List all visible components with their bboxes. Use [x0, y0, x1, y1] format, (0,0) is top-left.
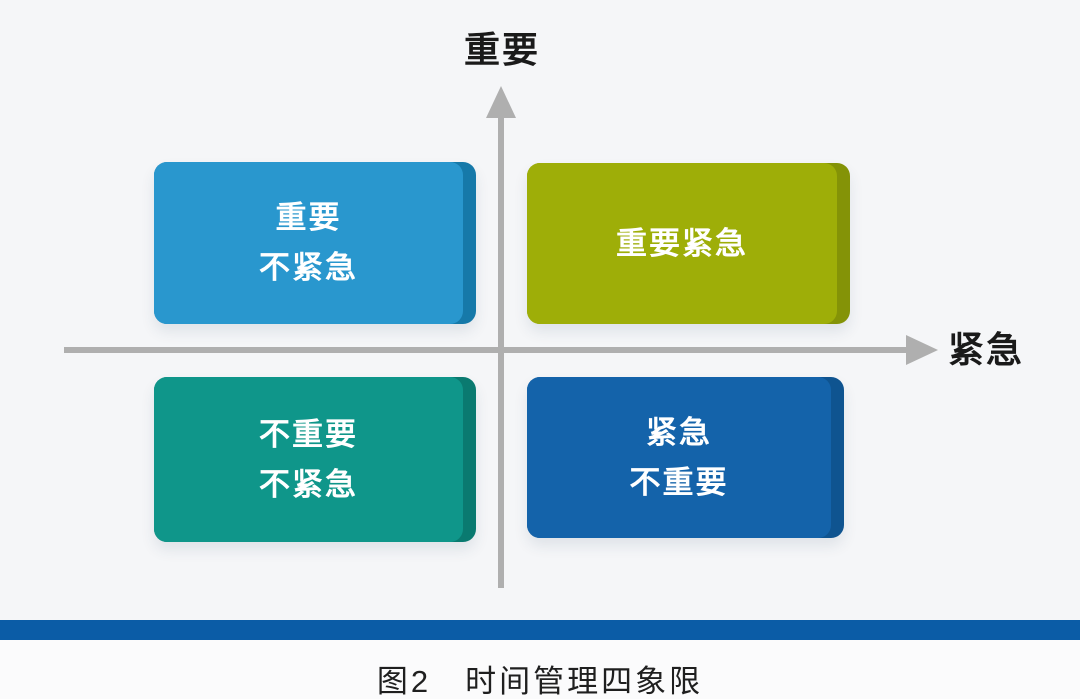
x-axis-line	[64, 347, 906, 353]
quadrant-face: 重要 不紧急	[154, 162, 463, 324]
quadrant-label: 紧急	[646, 414, 712, 450]
quadrant-important-urgent: 重要紧急	[527, 163, 850, 324]
quadrant-face: 紧急 不重要	[527, 377, 831, 538]
quadrant-label: 重要紧急	[616, 225, 748, 261]
y-axis-label: 重要	[464, 29, 541, 70]
quadrant-not-important-not-urgent: 不重要 不紧急	[154, 377, 476, 542]
quadrant-label: 不重要	[259, 416, 358, 452]
quadrant-label: 不紧急	[259, 466, 358, 502]
quadrant-important-not-urgent: 重要 不紧急	[154, 162, 476, 324]
quadrant-label: 不重要	[629, 464, 729, 500]
quadrant-face: 重要紧急	[527, 163, 837, 324]
quadrant-urgent-not-important: 紧急 不重要	[527, 377, 844, 538]
arrow-right-icon	[906, 335, 938, 365]
x-axis-label: 紧急	[948, 329, 1025, 370]
quadrant-label: 不紧急	[259, 250, 358, 285]
quadrant-face: 不重要 不紧急	[154, 377, 463, 542]
footer-background	[0, 640, 1080, 699]
quadrant-label: 重要	[275, 200, 342, 235]
footer-divider-bar	[0, 620, 1080, 640]
figure-caption: 图2 时间管理四象限	[376, 664, 704, 699]
